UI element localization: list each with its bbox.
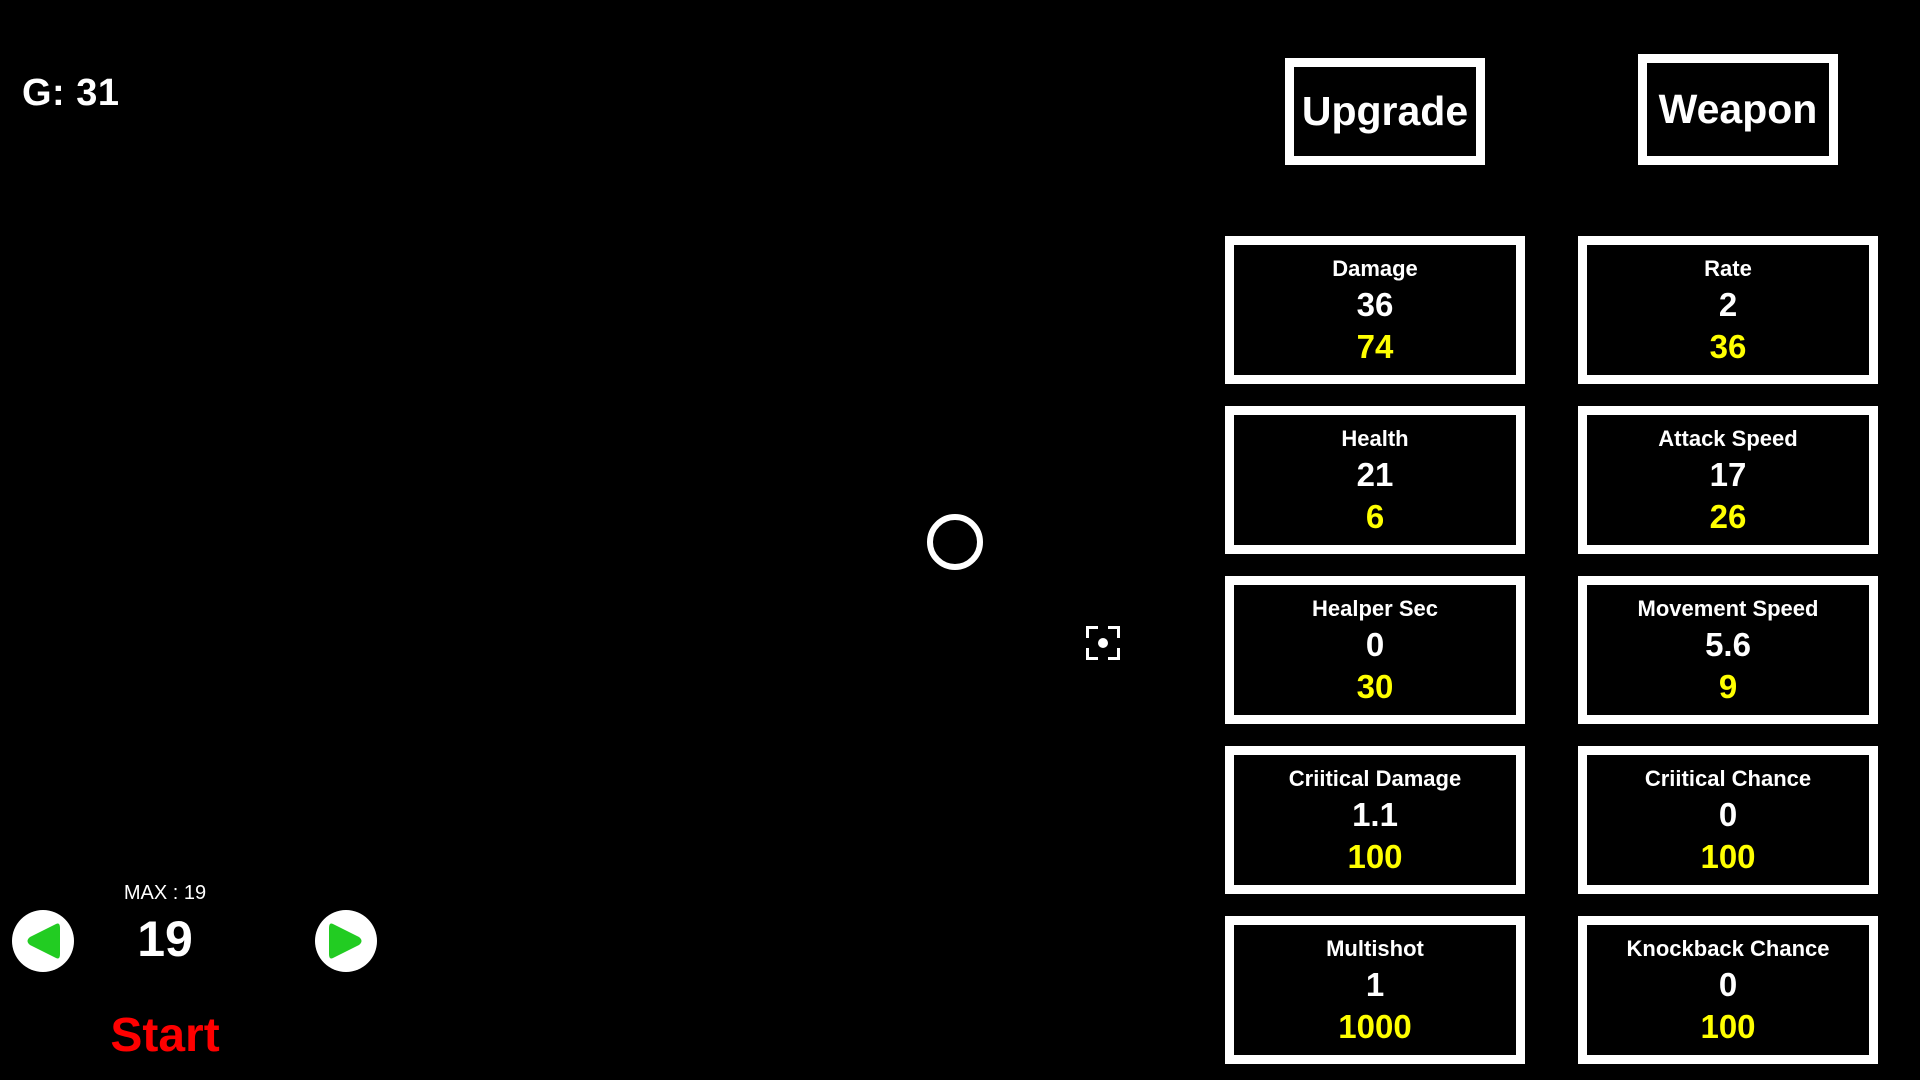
stat-cost: 9 <box>1718 668 1738 706</box>
wave-value: 19 <box>137 911 193 967</box>
stat-value: 36 <box>1356 286 1394 324</box>
stat-label: Healper Sec <box>1312 596 1438 621</box>
stat-value: 0 <box>1365 626 1385 664</box>
stat-cost: 36 <box>1709 328 1747 366</box>
stat-value: 1 <box>1365 966 1385 1004</box>
stat-label: Attack Speed <box>1658 426 1798 451</box>
stat-label: Knockback Chance <box>1626 936 1830 961</box>
stat-card-criitical-chance[interactable]: Criitical Chance 0 100 <box>1578 746 1878 894</box>
tab-weapon[interactable]: Weapon <box>1638 54 1838 165</box>
crosshair-center-dot <box>1098 638 1108 648</box>
tab-upgrade[interactable]: Upgrade <box>1285 58 1485 165</box>
game-field[interactable]: G: 31 MAX : 19 19 Start <box>0 0 1230 1080</box>
player-circle-icon <box>927 514 983 570</box>
stat-value: 1.1 <box>1352 796 1398 834</box>
stat-cost: 30 <box>1356 668 1394 706</box>
tab-upgrade-label: Upgrade <box>1301 88 1469 134</box>
stat-cost: 100 <box>1700 1008 1756 1046</box>
stat-card-healper-sec[interactable]: Healper Sec 0 30 <box>1225 576 1525 724</box>
stat-cost: 6 <box>1365 498 1385 536</box>
stat-card-damage[interactable]: Damage 36 74 <box>1225 236 1525 384</box>
upgrade-stat-column: Damage 36 74 Health 21 6 Healper Sec 0 3… <box>1225 236 1525 1080</box>
wave-max-label: MAX : 19 <box>123 882 207 904</box>
crosshair-corner-top-right <box>1108 626 1120 638</box>
wave-decrease-button[interactable] <box>12 910 74 972</box>
stat-label: Movement Speed <box>1637 596 1819 621</box>
triangle-left-icon <box>27 923 60 959</box>
start-button[interactable]: Start <box>110 1009 220 1062</box>
stat-cost: 26 <box>1709 498 1747 536</box>
triangle-right-icon <box>329 923 362 959</box>
wave-increase-button[interactable] <box>315 910 377 972</box>
stat-label: Rate <box>1704 256 1752 281</box>
stat-cost: 74 <box>1356 328 1394 366</box>
stat-card-multishot[interactable]: Multishot 1 1000 <box>1225 916 1525 1064</box>
stat-label: Damage <box>1332 256 1418 281</box>
crosshair-corner-bottom-right <box>1108 648 1120 660</box>
crosshair-corner-top-left <box>1086 626 1098 638</box>
stat-card-knockback-chance[interactable]: Knockback Chance 0 100 <box>1578 916 1878 1064</box>
stat-card-rate[interactable]: Rate 2 36 <box>1578 236 1878 384</box>
stat-label: Criitical Chance <box>1644 766 1812 791</box>
stat-value: 21 <box>1356 456 1394 494</box>
stat-value: 2 <box>1718 286 1738 324</box>
stat-cost: 100 <box>1700 838 1756 876</box>
stat-cost: 1000 <box>1338 1008 1412 1046</box>
stat-label: Criitical Damage <box>1288 766 1462 791</box>
crosshair-icon <box>1086 626 1120 660</box>
stat-label: Multishot <box>1326 936 1424 961</box>
stat-value: 5.6 <box>1705 626 1751 664</box>
stat-value: 0 <box>1718 966 1738 1004</box>
weapon-stat-column: Rate 2 36 Attack Speed 17 26 Movement Sp… <box>1578 236 1878 1080</box>
stat-card-criitical-damage[interactable]: Criitical Damage 1.1 100 <box>1225 746 1525 894</box>
stat-value: 17 <box>1709 456 1747 494</box>
stat-cost: 100 <box>1347 838 1403 876</box>
stat-label: Health <box>1341 426 1409 451</box>
stat-card-movement-speed[interactable]: Movement Speed 5.6 9 <box>1578 576 1878 724</box>
tab-weapon-label: Weapon <box>1658 86 1818 132</box>
gold-counter: G: 31 <box>22 72 120 114</box>
stat-card-health[interactable]: Health 21 6 <box>1225 406 1525 554</box>
crosshair-corner-bottom-left <box>1086 648 1098 660</box>
stat-card-attack-speed[interactable]: Attack Speed 17 26 <box>1578 406 1878 554</box>
stat-value: 0 <box>1718 796 1738 834</box>
upgrade-panel: Upgrade Weapon Damage 36 74 Health 21 6 … <box>1225 0 1920 1080</box>
